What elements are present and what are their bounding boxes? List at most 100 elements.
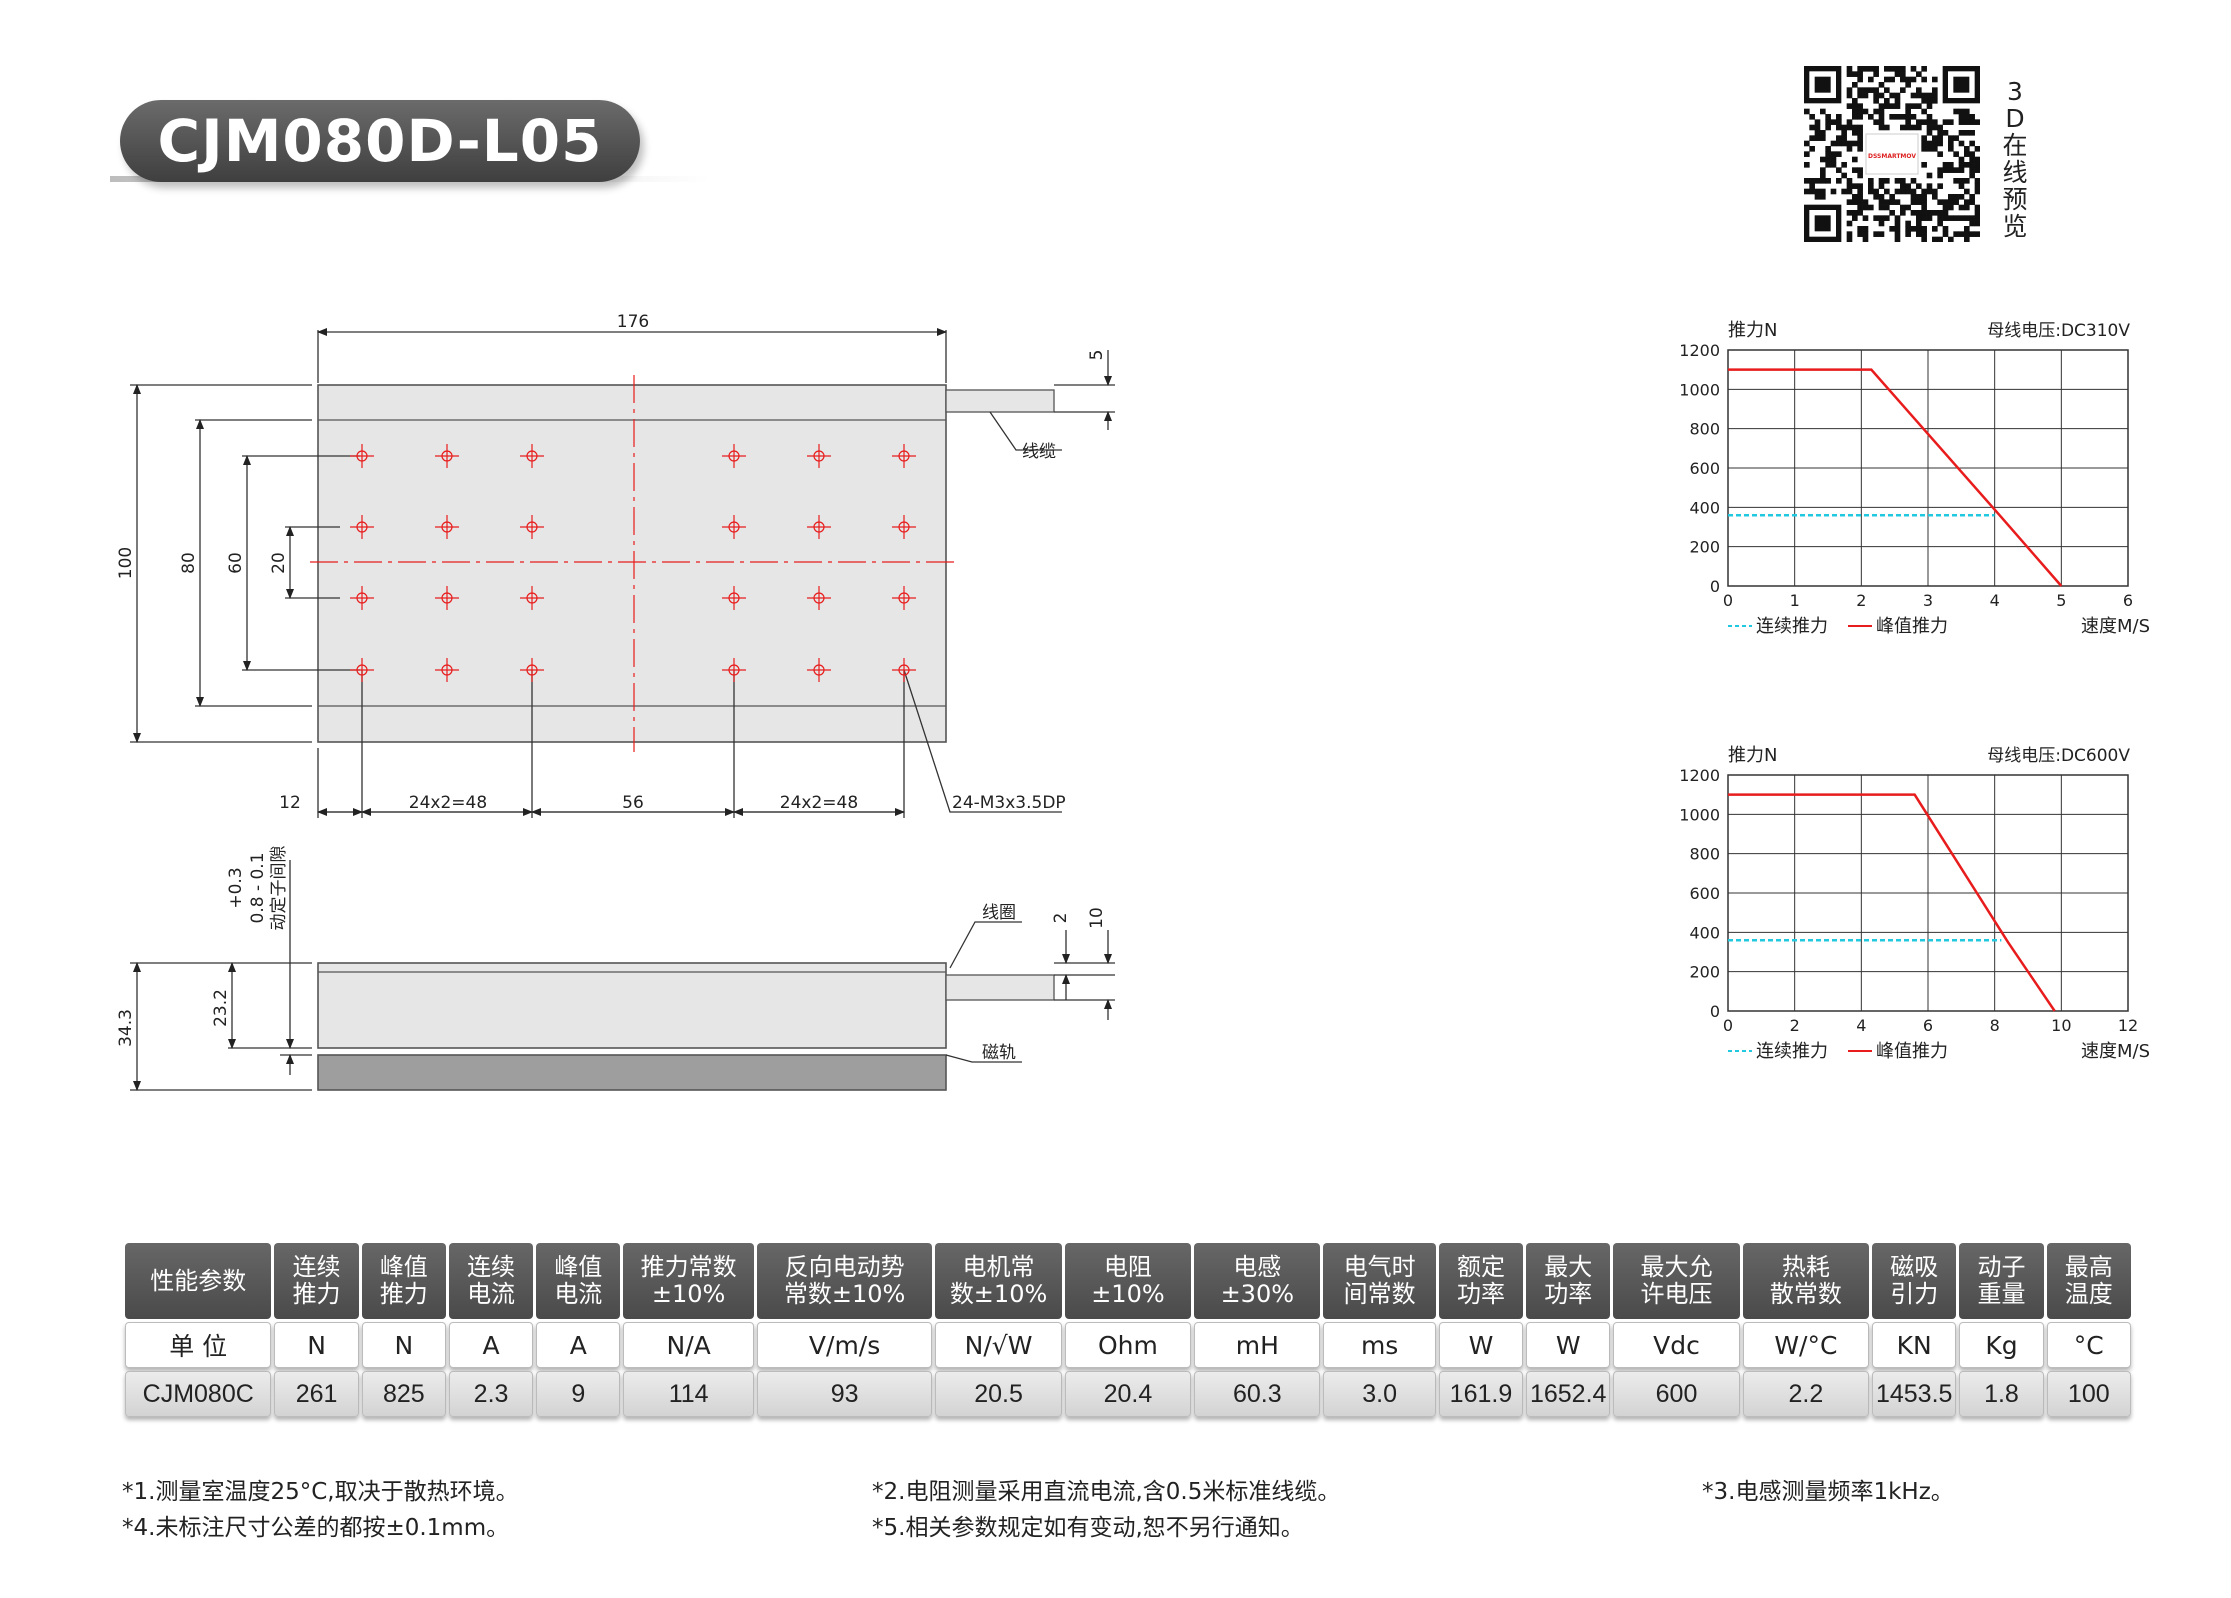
dim-height-20: 20 bbox=[269, 552, 289, 574]
qr-module bbox=[1942, 215, 1949, 221]
table-value-cell: 2.2 bbox=[1742, 1371, 1870, 1417]
qr-module bbox=[1857, 76, 1863, 83]
qr-module bbox=[1948, 215, 1954, 221]
qr-module bbox=[1820, 130, 1826, 136]
table-header-cell: 连续推力 bbox=[274, 1243, 359, 1319]
qr-module bbox=[1937, 151, 1943, 157]
qr-module bbox=[1889, 199, 1895, 205]
qr-module bbox=[1857, 167, 1863, 173]
table-unit-cell: W bbox=[1526, 1322, 1611, 1368]
chart-x-tick: 0 bbox=[1723, 1016, 1733, 1035]
table-value-cell: 100 bbox=[2046, 1371, 2131, 1417]
qr-module bbox=[1857, 108, 1863, 115]
qr-module bbox=[1868, 204, 1874, 211]
table-unit-cell: W bbox=[1438, 1322, 1524, 1368]
table-header-cell: 连续电流 bbox=[448, 1243, 534, 1319]
coil-label: 线圈 bbox=[982, 903, 1016, 923]
table-unit-cell: KN bbox=[1872, 1322, 1957, 1368]
qr-module bbox=[1926, 119, 1933, 125]
qr-module bbox=[1857, 124, 1863, 131]
qr-module bbox=[1916, 87, 1922, 93]
qr-module bbox=[1878, 199, 1885, 205]
table-header-text: 磁吸 bbox=[1890, 1253, 1939, 1281]
table-header-text: 连续 bbox=[467, 1253, 516, 1281]
qr-module bbox=[1868, 66, 1874, 72]
spec-table: 性能参数连续推力峰值推力连续电流峰值电流推力常数±10%反向电动势常数±10%电… bbox=[122, 1240, 2134, 1420]
qr-module bbox=[1916, 194, 1922, 200]
qr-module bbox=[1820, 172, 1826, 179]
qr-module bbox=[1852, 210, 1858, 216]
qr-module bbox=[1889, 194, 1895, 200]
table-value-cell: 60.3 bbox=[1194, 1371, 1321, 1417]
qr-module bbox=[1857, 199, 1863, 205]
qr-module bbox=[1942, 119, 1949, 125]
mover-side-body bbox=[317, 962, 947, 1049]
qr-module bbox=[1809, 146, 1815, 152]
chart-x-tick: 5 bbox=[2056, 591, 2066, 610]
qr-module bbox=[1969, 172, 1975, 179]
qr-module bbox=[1873, 231, 1879, 237]
table-value-cell: 114 bbox=[623, 1371, 754, 1417]
table-value-cell: 9 bbox=[536, 1371, 621, 1417]
qr-module bbox=[1830, 119, 1837, 125]
qr-module bbox=[1884, 87, 1890, 93]
qr-module bbox=[1926, 103, 1933, 109]
qr-module bbox=[1964, 151, 1970, 157]
qr-module bbox=[1852, 114, 1858, 120]
qr-module bbox=[1937, 236, 1943, 242]
qr-module bbox=[1862, 66, 1869, 72]
qr-module bbox=[1900, 87, 1906, 93]
qr-module bbox=[1958, 167, 1965, 173]
mounting-hole bbox=[892, 515, 916, 539]
qr-module bbox=[1878, 108, 1885, 115]
qr-module bbox=[1820, 178, 1826, 184]
qr-module bbox=[1932, 210, 1938, 216]
qr-module bbox=[1932, 87, 1938, 93]
qr-module bbox=[1878, 220, 1885, 227]
qr-module bbox=[1825, 151, 1831, 157]
qr-module bbox=[1836, 151, 1842, 157]
qr-module bbox=[1884, 98, 1890, 104]
qr-module bbox=[1862, 226, 1869, 232]
qr-module bbox=[1958, 162, 1965, 168]
qr-module bbox=[1958, 108, 1965, 115]
qr-module bbox=[1948, 162, 1954, 168]
qr-module bbox=[1846, 178, 1853, 184]
qr-module bbox=[1921, 226, 1927, 232]
qr-module bbox=[1894, 92, 1901, 99]
qr-module bbox=[1921, 194, 1927, 200]
table-header-text: 电阻 bbox=[1103, 1253, 1152, 1281]
qr-module bbox=[1846, 199, 1853, 205]
qr-module bbox=[1825, 146, 1831, 152]
qr-module bbox=[1942, 162, 1949, 168]
qr-module bbox=[1974, 162, 1980, 168]
mounting-hole bbox=[807, 515, 831, 539]
qr-module bbox=[1868, 178, 1874, 184]
qr-module bbox=[1846, 87, 1853, 93]
qr-module bbox=[1926, 146, 1933, 152]
qr-module bbox=[1894, 220, 1901, 227]
qr-module bbox=[1846, 92, 1853, 99]
qr-module bbox=[1884, 199, 1890, 205]
qr-module bbox=[1878, 124, 1885, 131]
table-header-text: 功率 bbox=[1544, 1280, 1593, 1308]
qr-module bbox=[1841, 162, 1847, 168]
qr-module bbox=[1921, 236, 1927, 242]
table-header-text: 电流 bbox=[467, 1280, 516, 1308]
dim-height-80: 80 bbox=[179, 552, 199, 574]
qr-module bbox=[1894, 103, 1901, 109]
title-pill bbox=[120, 100, 640, 182]
qr-module bbox=[1953, 178, 1959, 184]
qr-module bbox=[1926, 172, 1933, 179]
qr-module bbox=[1846, 231, 1853, 237]
qr-module bbox=[1857, 135, 1863, 141]
qr-module bbox=[1809, 114, 1815, 120]
qr-module bbox=[1862, 108, 1869, 115]
qr-module bbox=[1900, 210, 1906, 216]
qr-module bbox=[1841, 140, 1847, 147]
mounting-hole bbox=[520, 444, 544, 468]
qr-code[interactable]: DSSMARTMOV bbox=[1804, 66, 1980, 242]
qr-module bbox=[1825, 178, 1831, 184]
qr-module bbox=[1921, 162, 1927, 168]
